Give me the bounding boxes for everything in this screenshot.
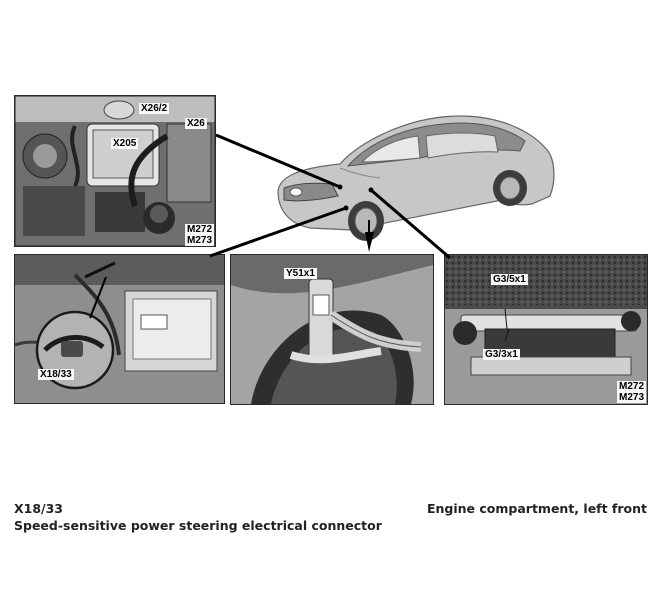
strut-illustration (231, 255, 433, 404)
label-y51x1: Y51x1 (284, 268, 317, 279)
label-x26: X26 (185, 118, 207, 129)
component-description: Speed-sensitive power steering electrica… (14, 518, 382, 533)
label-m272: M272 (617, 381, 647, 392)
engine-top-view-panel: X26/2 X26 X205 M272 M273 (14, 95, 216, 247)
label-m272: M272 (185, 224, 215, 235)
engine-top-illustration (15, 96, 215, 246)
label-x205: X205 (111, 138, 139, 149)
label-m273: M273 (185, 235, 215, 246)
engine-left-panel: X18/33 (14, 254, 225, 404)
component-location: Engine compartment, left front (426, 501, 647, 516)
engine-left-illustration (15, 255, 224, 403)
label-x18-33: X18/33 (38, 369, 74, 380)
label-g3-3x1: G3/3x1 (483, 349, 520, 360)
underbody-panel: G3/5x1 G3/3x1 M272 M273 (444, 254, 648, 405)
car-illustration (270, 96, 560, 256)
label-m273: M273 (617, 392, 647, 403)
component-code: X18/33 (14, 501, 63, 516)
label-x26-2: X26/2 (139, 103, 170, 114)
strut-panel: Y51x1 (230, 254, 434, 405)
underbody-illustration (445, 255, 647, 404)
label-g3-5x1: G3/5x1 (491, 274, 528, 285)
